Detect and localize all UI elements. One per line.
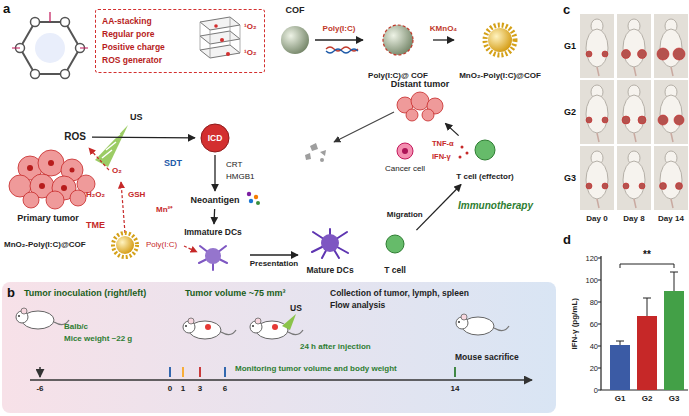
species-label: Mn²⁺: [156, 205, 173, 215]
timeline-tick: -6: [36, 384, 43, 394]
axis-title: IFN-γ (pg/mL): [570, 298, 580, 350]
icd-cell: ICD: [197, 123, 233, 153]
species-label: O₂: [112, 166, 122, 176]
timeline-tick: 3: [198, 384, 202, 394]
node-text: MnO₂-Poly(I:C)@COF: [459, 71, 541, 81]
edge-label: KMnO₄: [428, 24, 459, 34]
note-label: 24 h after injection: [300, 342, 371, 352]
connector-arrow: [213, 209, 215, 224]
node-text: Mature DCs: [306, 265, 353, 275]
edge-label: Presentation: [248, 259, 300, 269]
signal-label: CRT: [226, 160, 242, 170]
connector-arrow: [214, 155, 215, 191]
connector-arrow: [250, 254, 298, 255]
node-text: ROS generator: [102, 54, 162, 67]
dendritic-cell: Mature DCs: [300, 228, 360, 276]
panel-letter: a: [3, 1, 10, 17]
panel-letter: c: [563, 2, 570, 18]
connector-arrow: [315, 39, 363, 40]
panel-letter: d: [563, 232, 571, 248]
axis-tick: 40: [590, 342, 598, 351]
cytokine-label: TNF-α: [432, 139, 454, 148]
node-text: T cell (effector): [456, 172, 513, 182]
timeline-tick: 6: [223, 384, 227, 394]
note-label: Mice weight ~22 g: [64, 334, 132, 344]
cof-particle: COF: [277, 4, 313, 56]
note-label: Monitoring tumor volume and body weight: [235, 364, 397, 374]
axis-tick: 120: [585, 254, 598, 263]
axis-tick: 100: [585, 276, 598, 285]
connector-arrow: [433, 39, 454, 40]
node-text: COF: [286, 5, 305, 16]
column-label: Day 0: [586, 214, 607, 224]
node-text: Positive charge: [102, 41, 165, 54]
row-label: G3: [564, 173, 576, 184]
node-text: Primary tumor: [17, 213, 79, 224]
timeline-heading: Tumor volume ~75 mm³: [185, 288, 286, 299]
node-text: ICD: [208, 133, 223, 143]
axis-tick: 80: [590, 298, 598, 307]
process-label: SDT: [164, 158, 182, 169]
region-label: TME: [86, 220, 105, 231]
column-label: Day 14: [658, 214, 684, 224]
tumor: Distant tumor: [384, 78, 456, 122]
column-label: Day 8: [623, 214, 644, 224]
node-text: Neoantigen: [190, 195, 239, 206]
connector-arrow: [416, 184, 461, 230]
ros-node: ROS: [60, 129, 90, 145]
row-label: G1: [564, 41, 576, 52]
nanoparticle: MnO₂-Poly(I:C)@COF: [456, 18, 544, 82]
t-cell: T cell (effector): [453, 137, 517, 183]
signal-label: HMGB1: [226, 172, 254, 182]
coated-particle: Poly(I:C)@ COF: [365, 18, 431, 82]
note-label: Balb/c: [64, 322, 88, 332]
feature-box: AA-stackingRegular porePositive chargeRO…: [95, 9, 265, 73]
edge-label: Migration: [385, 210, 425, 220]
t-cell: T cell: [375, 228, 415, 276]
node-text: T cell: [384, 265, 406, 275]
panel-letter: b: [7, 285, 15, 301]
neoantigen: Neoantigen: [187, 193, 243, 207]
timeline-tick: 0: [168, 384, 172, 394]
particle-label: MnO₂-Poly(I:C)@COF: [4, 240, 86, 250]
species-label: GSH: [128, 190, 145, 200]
note-label: Mouse sacrifice: [455, 352, 519, 362]
timeline-heading: Flow analysis: [330, 300, 385, 310]
stimulus-label: US: [290, 303, 302, 313]
axis-tick: 20: [590, 364, 598, 373]
species-label: H₂O₂: [86, 190, 105, 200]
node-text: ROS: [64, 131, 86, 143]
node-text: Cancer cell: [385, 164, 425, 174]
category-label: G3: [669, 394, 680, 404]
node-text: Immature DCs: [184, 227, 242, 237]
category-label: G1: [615, 394, 626, 404]
species-label: ¹O₂: [244, 22, 256, 32]
connector-arrow: [445, 123, 458, 135]
timeline-heading: Collection of tumor, lymph, spleen: [330, 288, 469, 298]
tumor: Primary tumor: [3, 155, 93, 225]
species-label: Poly(I:C): [146, 240, 177, 250]
connector-arrow: [92, 136, 195, 138]
process-label: Immunotherapy: [458, 200, 533, 212]
axis-tick: 60: [590, 320, 598, 329]
node-text: Distant tumor: [391, 79, 450, 90]
node-text: Regular pore: [102, 28, 154, 41]
cytokine-label: IFN-γ: [432, 152, 451, 161]
timeline-heading: Tumor inoculation (right/left): [24, 288, 146, 299]
edge-label: Poly(I:C): [321, 24, 358, 34]
timeline-tick: 14: [451, 384, 460, 394]
dendritic-cell: Immature DCs: [178, 226, 248, 270]
axis-tick: 0: [594, 386, 598, 395]
node-text: AA-stacking: [102, 15, 152, 28]
cancer-cell: Cancer cell: [382, 141, 429, 175]
category-label: G2: [642, 394, 653, 404]
species-label: ¹O₂: [244, 48, 256, 58]
stimulus-label: US: [130, 112, 143, 123]
timeline-tick: 1: [181, 384, 185, 394]
significance-mark: **: [643, 249, 651, 261]
row-label: G2: [564, 107, 576, 118]
